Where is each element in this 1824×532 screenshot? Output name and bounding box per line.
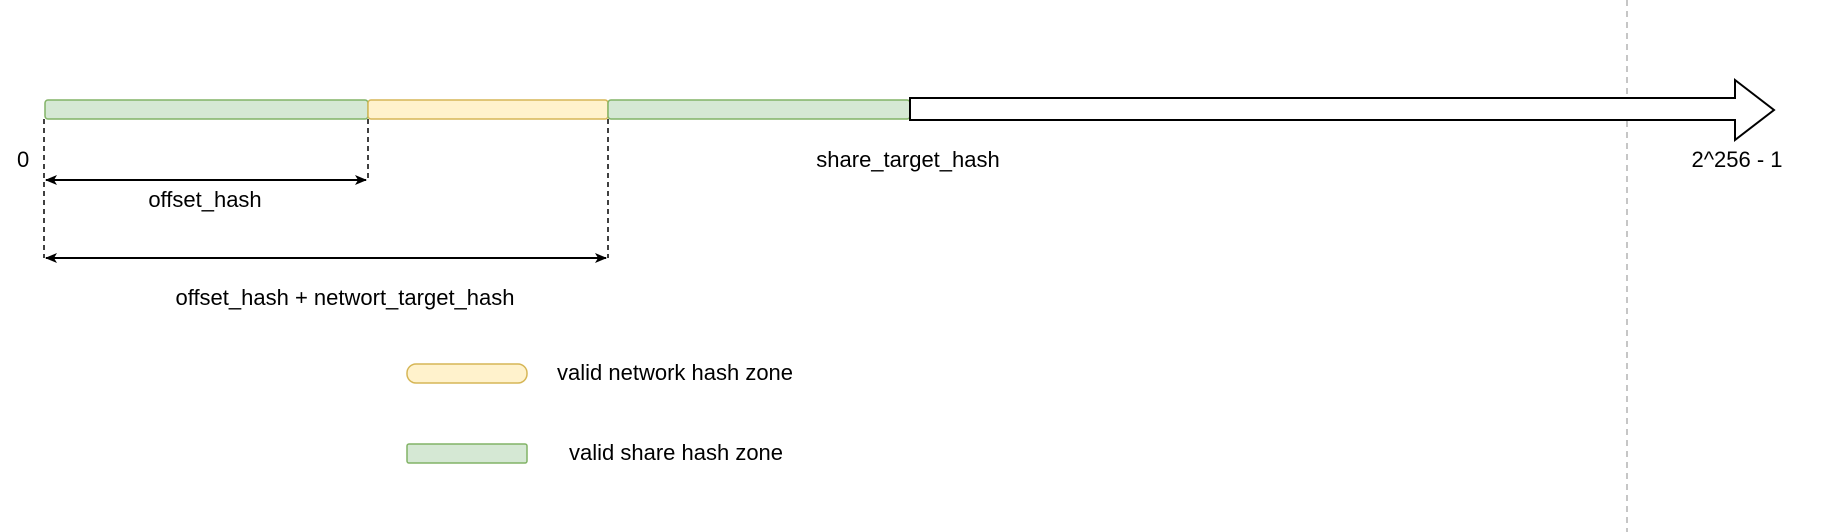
legend-share-swatch — [406, 443, 528, 464]
share-zone-right — [607, 99, 911, 120]
legend-share-label: valid share hash zone — [569, 440, 784, 465]
zero-label: 0 — [17, 147, 30, 172]
legend-network-swatch — [406, 363, 528, 384]
max-value-label: 2^256 - 1 — [1691, 147, 1783, 172]
share-zone-left — [44, 99, 369, 120]
offset-hash-label: offset_hash — [148, 187, 262, 212]
range-arrow — [909, 77, 1776, 143]
offset-plus-network-label: offset_hash + networt_target_hash — [175, 285, 515, 310]
share-target-hash-label: share_target_hash — [816, 147, 1000, 172]
network-zone — [367, 99, 609, 120]
legend-network-label: valid network hash zone — [557, 360, 794, 385]
